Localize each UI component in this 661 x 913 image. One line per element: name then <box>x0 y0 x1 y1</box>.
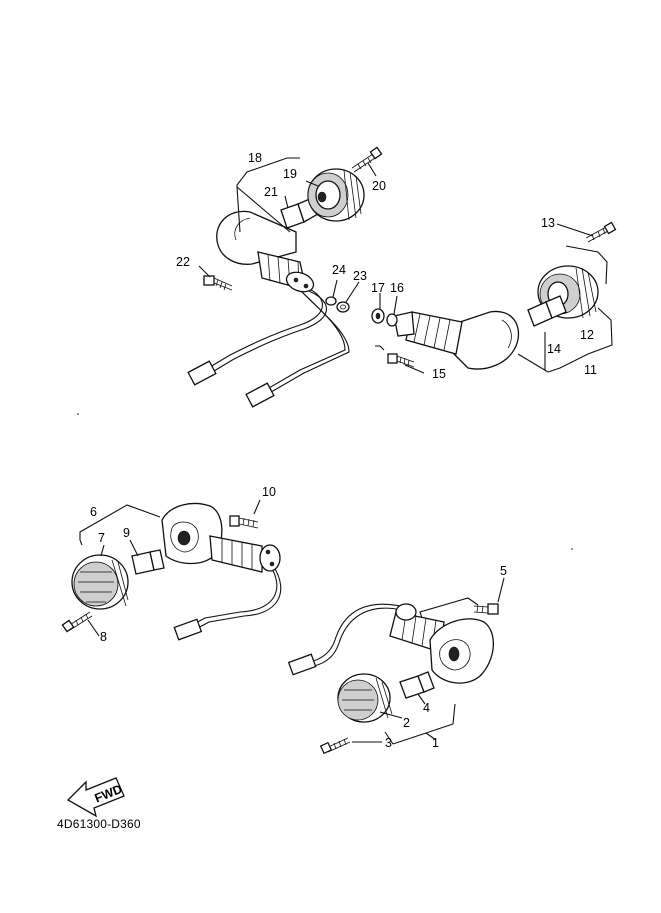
callout-24: 24 <box>332 263 346 277</box>
callout-20: 20 <box>372 179 386 193</box>
callout-4: 4 <box>423 701 430 715</box>
callout-12: 12 <box>580 328 594 342</box>
flasher-assembly-rear-right <box>287 577 505 755</box>
flasher-assembly-rear-left <box>61 499 282 641</box>
stray-dot <box>571 548 573 550</box>
callout-7: 7 <box>98 531 105 545</box>
callout-18: 18 <box>248 151 262 165</box>
callout-13: 13 <box>541 216 555 230</box>
callout-11: 11 <box>584 363 597 377</box>
diagram-reference-code: 4D61300-D360 <box>57 817 141 831</box>
callout-22: 22 <box>176 255 190 269</box>
callout-2: 2 <box>403 716 410 730</box>
flasher-assembly-front-left <box>187 146 383 408</box>
callout-23: 23 <box>353 269 367 283</box>
callout-15: 15 <box>432 367 446 381</box>
callout-9: 9 <box>123 526 130 540</box>
fwd-direction-arrow: FWD <box>66 777 125 818</box>
callout-3: 3 <box>385 736 392 750</box>
callout-16: 16 <box>390 281 404 295</box>
stray-dot <box>77 413 79 415</box>
callout-5: 5 <box>500 564 507 578</box>
flasher-assembly-front-right <box>371 221 617 374</box>
callout-19: 19 <box>283 167 297 181</box>
callout-numbers: 18 19 20 21 22 23 24 13 12 14 11 17 16 1… <box>90 151 597 750</box>
callout-8: 8 <box>100 630 107 644</box>
callout-10: 10 <box>262 485 276 499</box>
callout-14: 14 <box>547 342 561 356</box>
callout-1: 1 <box>432 736 439 750</box>
callout-17: 17 <box>371 281 385 295</box>
callout-6: 6 <box>90 505 97 519</box>
callout-21: 21 <box>264 185 278 199</box>
